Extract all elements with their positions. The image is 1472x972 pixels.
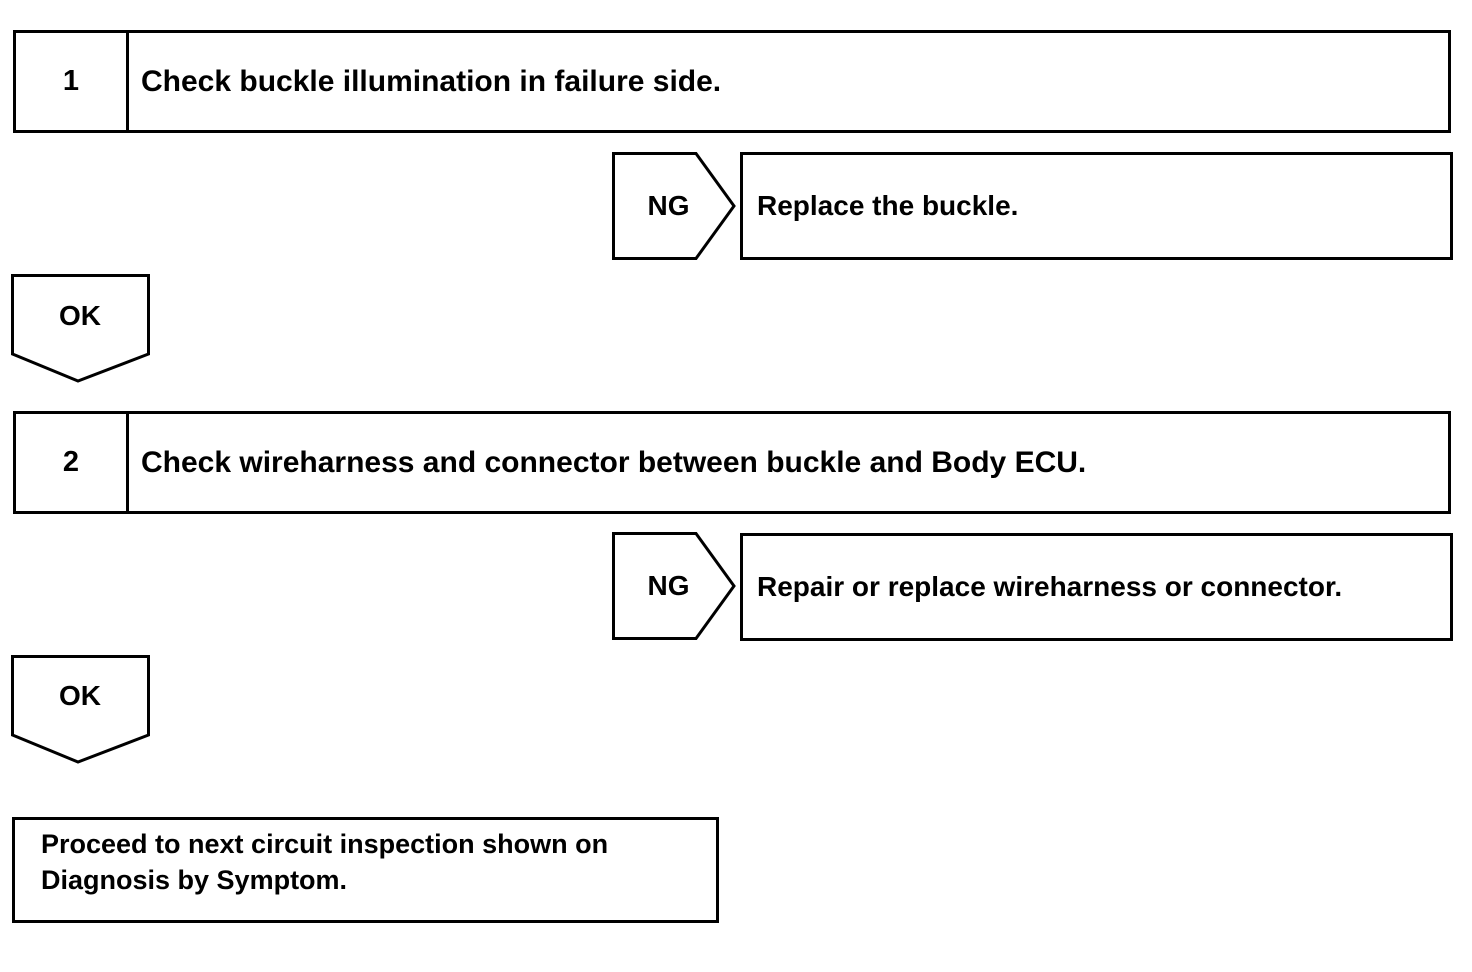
ng-arrow-shape-1 [612, 152, 736, 260]
final-instruction-box: Proceed to next circuit inspection shown… [12, 817, 719, 923]
ok-arrow-shape-1 [11, 274, 150, 383]
ng-action-1: Replace the buckle. [740, 152, 1453, 260]
final-instruction-line-2: Diagnosis by Symptom. [41, 865, 348, 895]
ng-arrow-shape-2 [612, 532, 736, 640]
step-2-title: Check wireharness and connector between … [141, 445, 1087, 479]
ok-label-1: OK [59, 300, 101, 331]
ng-action-2: Repair or replace wireharness or connect… [740, 533, 1453, 641]
ok-label-2: OK [59, 680, 101, 711]
step-1-box: 1 Check buckle illumination in failure s… [13, 30, 1451, 133]
ng-label-2: NG [647, 570, 690, 601]
step-2-number: 2 [16, 414, 129, 511]
final-instruction-line-1: Proceed to next circuit inspection shown… [41, 829, 609, 859]
step-1-number: 1 [16, 33, 129, 130]
ng-label-1: NG [647, 190, 690, 221]
step-1-title: Check buckle illumination in failure sid… [141, 64, 722, 98]
ok-arrow-shape-2 [11, 655, 150, 764]
step-2-box: 2 Check wireharness and connector betwee… [13, 411, 1451, 514]
